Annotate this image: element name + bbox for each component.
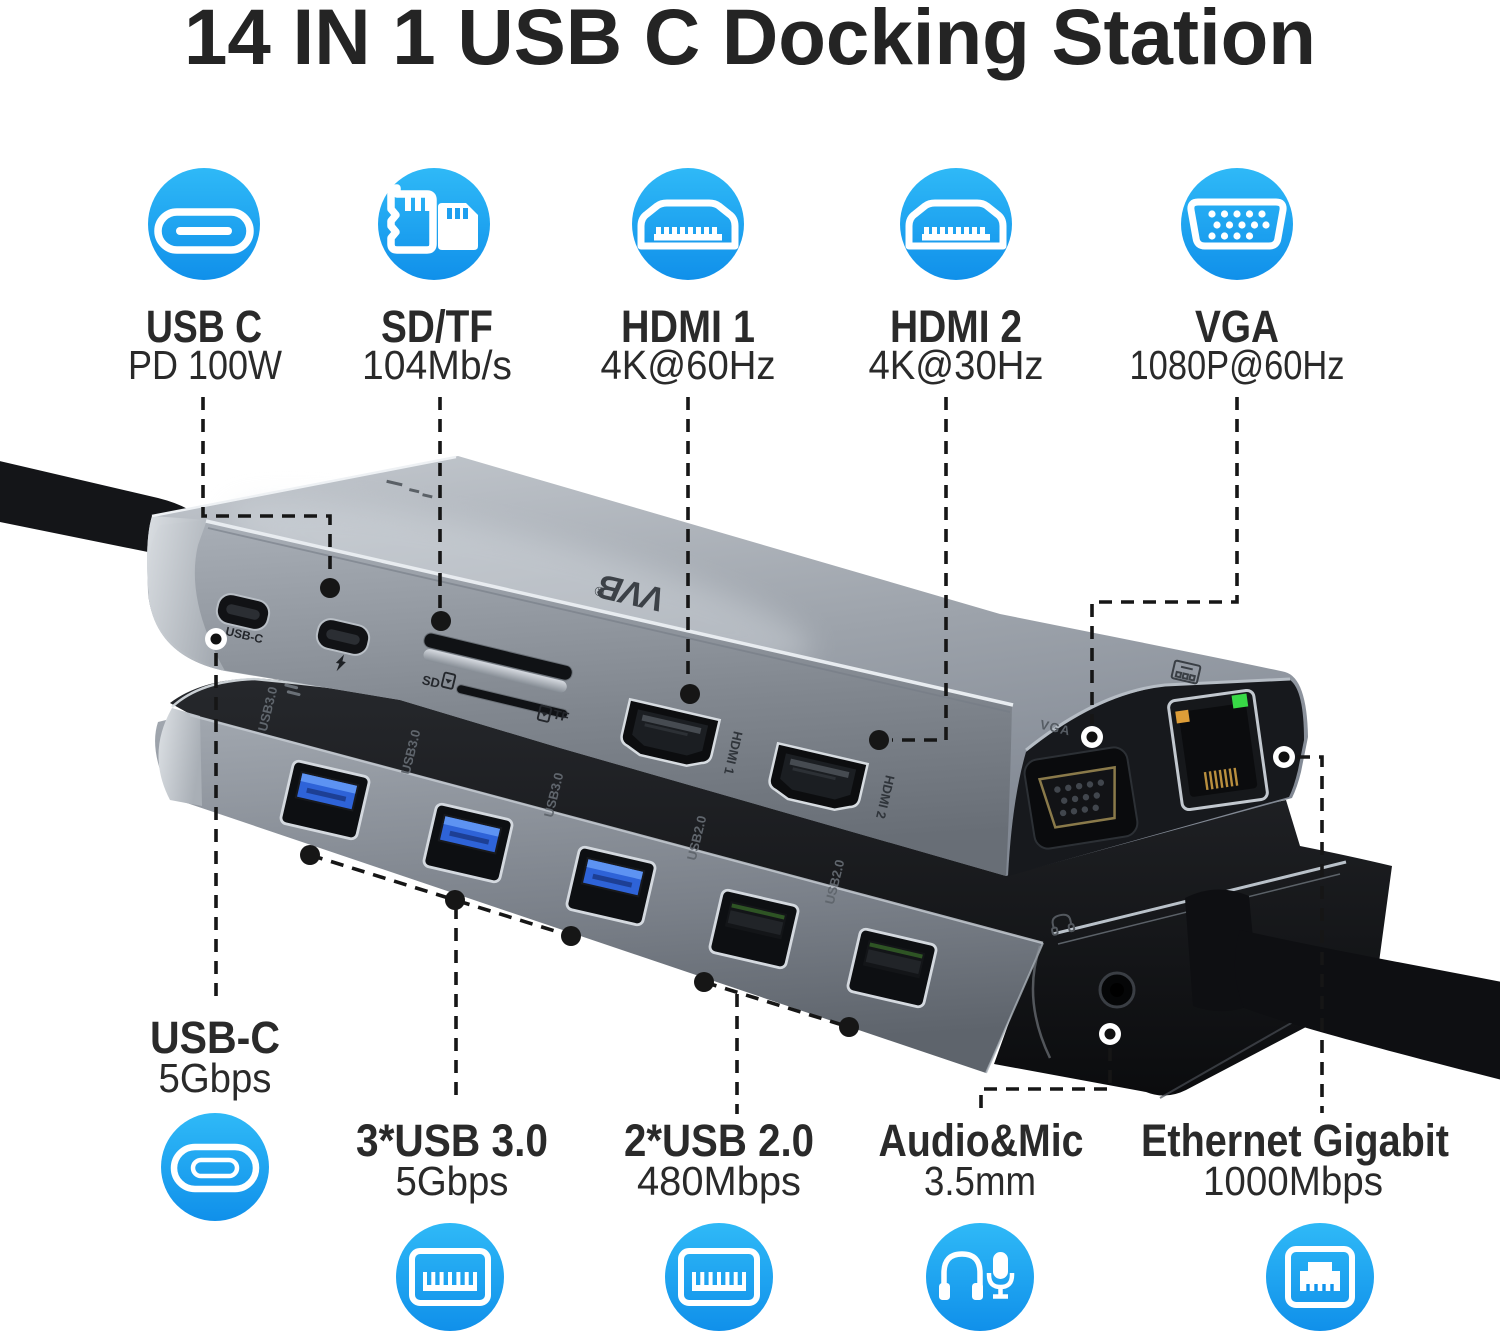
svg-text:PD 100W: PD 100W bbox=[128, 342, 282, 388]
svg-text:480Mbps: 480Mbps bbox=[637, 1158, 801, 1204]
svg-text:HDMI 1: HDMI 1 bbox=[621, 301, 755, 352]
svg-text:SD/TF: SD/TF bbox=[381, 301, 493, 352]
svg-text:4K@30Hz: 4K@30Hz bbox=[869, 342, 1044, 388]
svg-text:4K@60Hz: 4K@60Hz bbox=[601, 342, 776, 388]
svg-text:Audio&Mic: Audio&Mic bbox=[879, 1115, 1084, 1166]
svg-text:1080P@60Hz: 1080P@60Hz bbox=[1130, 342, 1345, 388]
svg-text:3.5mm: 3.5mm bbox=[924, 1158, 1036, 1204]
svg-text:USB C: USB C bbox=[146, 301, 262, 352]
svg-text:SD: SD bbox=[421, 672, 442, 691]
svg-text:HDMI 2: HDMI 2 bbox=[890, 301, 1022, 352]
svg-text:5Gbps: 5Gbps bbox=[396, 1158, 509, 1204]
svg-text:VGA: VGA bbox=[1039, 717, 1073, 739]
svg-text:3*USB 3.0: 3*USB 3.0 bbox=[356, 1115, 548, 1166]
svg-text:1000Mbps: 1000Mbps bbox=[1203, 1158, 1383, 1204]
svg-text:TF: TF bbox=[552, 706, 571, 724]
svg-text:USB-C: USB-C bbox=[150, 1012, 280, 1063]
svg-text:2*USB 2.0: 2*USB 2.0 bbox=[624, 1115, 814, 1166]
svg-text:104Mb/s: 104Mb/s bbox=[362, 342, 512, 388]
svg-text:5Gbps: 5Gbps bbox=[159, 1055, 272, 1101]
svg-text:Ethernet Gigabit: Ethernet Gigabit bbox=[1141, 1115, 1449, 1166]
svg-text:®: ® bbox=[593, 583, 606, 600]
svg-text:14 IN 1 USB C Docking Station: 14 IN 1 USB C Docking Station bbox=[184, 0, 1316, 81]
svg-text:VGA: VGA bbox=[1195, 301, 1279, 352]
